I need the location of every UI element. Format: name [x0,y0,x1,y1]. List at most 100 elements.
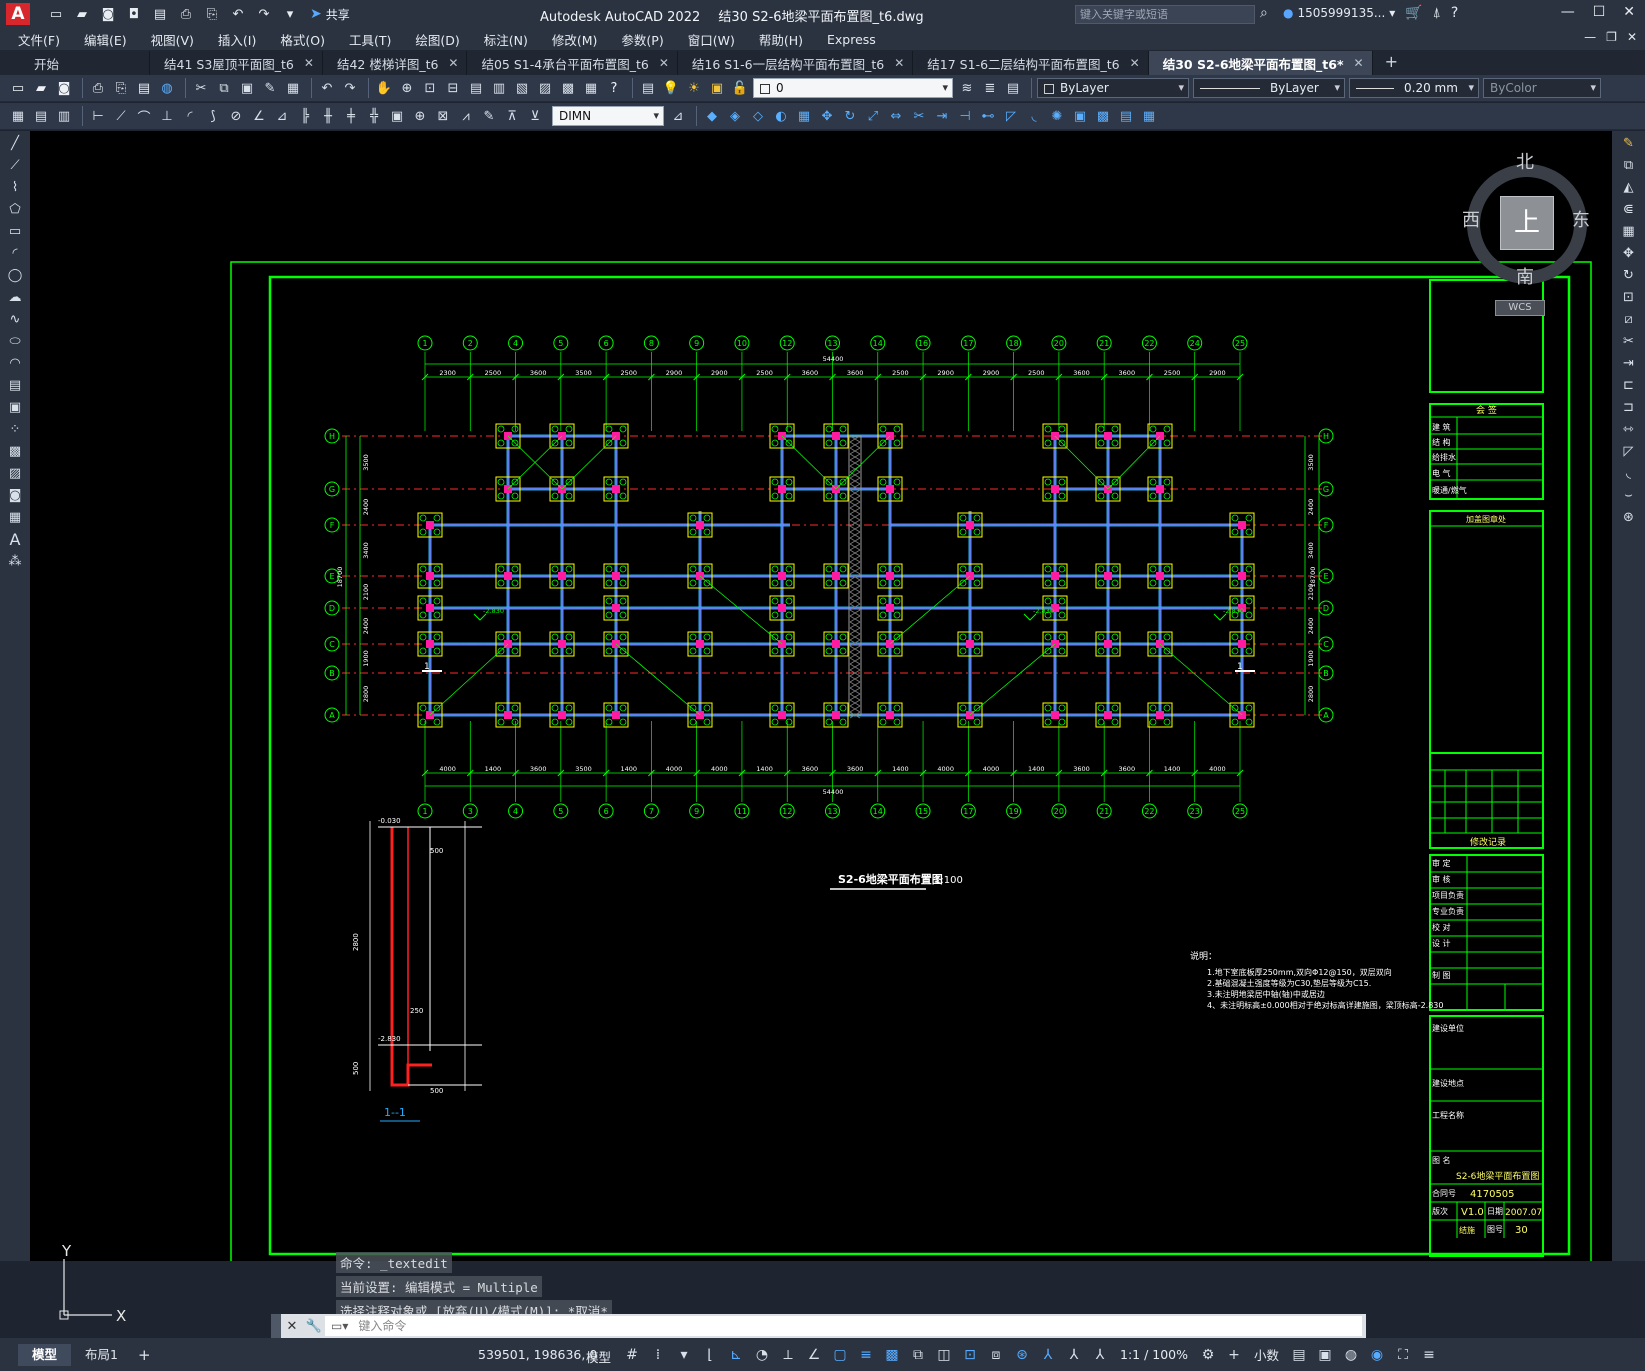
menu-modify[interactable]: 修改(M) [551,32,598,48]
text-edit-icon[interactable]: ▤ [34,108,48,124]
ortho-icon[interactable]: ⊾ [730,1346,742,1363]
array-icon[interactable]: ▦ [1622,224,1635,239]
break-icon[interactable]: ⊣ [959,108,971,124]
ellipse-icon[interactable]: ⬭ [9,334,21,349]
join-icon[interactable]: ⊷ [981,108,995,124]
save-icon[interactable]: ◙ [101,6,115,22]
paste-icon[interactable]: ▣ [240,80,254,96]
annotation-monitor-icon[interactable]: + [1228,1346,1240,1363]
object-snap-icon[interactable]: ▢ [833,1346,847,1363]
qnew-icon[interactable]: ▭ [11,80,25,96]
object-snap-tracking-icon[interactable]: ∠ [807,1346,821,1363]
circle-icon[interactable]: ◯ [7,268,23,283]
close-icon[interactable]: ✕ [1623,4,1635,20]
autocad-logo-icon[interactable]: A [6,3,30,25]
scale-icon[interactable]: ⤢ [867,108,879,124]
search-icon[interactable]: ⌕ [1260,5,1268,21]
quick-dim-icon[interactable]: ⊿ [276,108,288,124]
help-search-input[interactable]: 键入关键字或短语 [1075,5,1255,24]
annotation-scale-icon[interactable]: ⅄ [1095,1346,1105,1363]
customize-qat-icon[interactable]: ▾ [286,6,294,22]
3d-osnap-icon[interactable]: ◫ [937,1346,951,1363]
color-dropdown[interactable]: ByLayer [1037,78,1189,98]
snap-icon[interactable]: ⁞ [655,1346,661,1363]
spline-icon[interactable]: ∿ [9,312,21,327]
new-tab-icon[interactable]: + [1384,52,1398,71]
block-editor-icon[interactable]: ▦ [286,80,300,96]
minimize-icon[interactable]: — [1560,4,1575,20]
break-at-point-icon[interactable]: ⊏ [1623,378,1634,393]
rotate-icon[interactable]: ↻ [1623,268,1634,283]
layer-previous-icon[interactable]: ≣ [984,80,996,96]
tab-drawing[interactable]: 结17 S1-6二层结构平面布置图_t6✕ [913,51,1149,75]
graphics-performance-icon[interactable]: ◉ [1370,1346,1384,1363]
erase-icon[interactable]: ✎ [1623,136,1634,151]
ellipse-arc-icon[interactable]: ◠ [9,356,21,371]
region-icon[interactable]: ▣ [1073,108,1087,124]
menu-express[interactable]: Express [826,31,876,47]
explode-icon[interactable]: ✺ [1051,108,1063,124]
redo-icon[interactable]: ↷ [258,6,270,22]
scale-icon[interactable]: ⊡ [1623,290,1634,305]
cut-icon[interactable]: ✂ [195,80,207,96]
tab-drawing[interactable]: 结41 S3屋顶平面图_t6✕ [150,51,323,75]
dynamic-ucs-icon[interactable]: ⊡ [964,1346,976,1363]
calculator-icon[interactable]: ▦ [584,80,598,96]
undo-icon[interactable]: ↶ [321,80,333,96]
customize-icon[interactable]: 🔧 [305,1318,323,1334]
tab-drawing[interactable]: 结16 S1-6一层结构平面布置图_t6✕ [678,51,914,75]
doc-minimize-icon[interactable]: — [1584,30,1597,44]
dim-text-edit-icon[interactable]: ⊼ [507,108,517,124]
chamfer-icon[interactable]: ◸ [1006,108,1016,124]
selection-cycling-icon[interactable]: ⧉ [913,1346,923,1363]
dim-space-icon[interactable]: ╪ [347,108,355,124]
plotstyle-dropdown[interactable]: ByColor [1483,78,1601,98]
layer-properties-icon[interactable]: ▤ [641,80,655,96]
menu-edit[interactable]: 编辑(E) [83,32,127,48]
revision-cloud-icon[interactable]: ☁ [8,290,22,305]
dim-aligned-icon[interactable]: ⟋ [116,108,126,124]
dim-radius-icon[interactable]: ◜ [187,108,193,124]
zoom-window-icon[interactable]: ⊡ [424,80,436,96]
tab-close-icon[interactable]: ✕ [1353,56,1364,70]
menu-format[interactable]: 格式(O) [280,32,325,48]
layer-viewport-icon[interactable]: ▣ [710,80,724,96]
tab-close-icon[interactable]: ✕ [658,56,669,70]
preview-icon[interactable]: ⎘ [115,80,127,96]
make-current-layer-icon[interactable]: ≋ [961,80,973,96]
stretch-icon[interactable]: ⧄ [1624,312,1633,327]
lineweight-icon[interactable]: ≡ [860,1346,872,1363]
center-mark-icon[interactable]: ⊕ [414,108,426,124]
line-icon[interactable]: ╱ [11,136,19,151]
isolate-objects-icon[interactable]: ◍ [1344,1346,1358,1363]
polygon-icon[interactable]: ⬠ [9,202,21,217]
tab-drawing-active[interactable]: 结30 S2-6地梁平面布置图_t6*✕ [1148,51,1373,75]
break-icon[interactable]: ⊐ [1623,400,1634,415]
region-icon[interactable]: ◙ [8,488,22,503]
sheet-set-icon[interactable]: ▨ [538,80,552,96]
save-as-icon[interactable]: ◘ [128,6,140,22]
layout-tab-model[interactable]: 模型 [18,1343,72,1366]
hatch-icon[interactable]: ▩ [8,444,22,459]
share-button[interactable]: ➤ 共享 [310,6,350,23]
compass-west[interactable]: 西 [1462,210,1480,231]
menu-window[interactable]: 窗口(W) [687,32,735,48]
extend-icon[interactable]: ⇥ [936,108,948,124]
menu-file[interactable]: 文件(F) [18,32,60,48]
drawing-area[interactable]: 会 签 建 筑 结 构 给排水 电 气 暖通/燃气 加盖图章处 修改记录 审 定… [30,131,1612,1261]
command-input[interactable]: ▭▾ 键入命令 [325,1316,1362,1336]
tool-palettes-icon[interactable]: ▧ [515,80,529,96]
mirror-icon[interactable]: ◭ [1623,180,1634,195]
layer-on-icon[interactable]: 💡 [662,80,680,96]
clean-screen-icon[interactable]: ⛶ [1398,1346,1408,1363]
pan-icon[interactable]: ✋ [375,80,393,96]
auto-scale-icon[interactable]: ⅄ [1069,1346,1079,1363]
viewcube[interactable]: 上 北 南 西 东 WCS [1462,148,1590,318]
match-properties-icon[interactable]: ✎ [264,80,276,96]
gizmo-icon[interactable]: ⊛ [1016,1346,1028,1363]
menu-view[interactable]: 视图(V) [150,32,194,48]
layer-dropdown[interactable]: 0 [753,78,953,98]
user-account[interactable]: ● 1505999135... ▾ [1283,6,1395,20]
copy-icon[interactable]: ⧉ [1623,158,1634,173]
snap-menu-icon[interactable]: ▾ [680,1346,688,1363]
